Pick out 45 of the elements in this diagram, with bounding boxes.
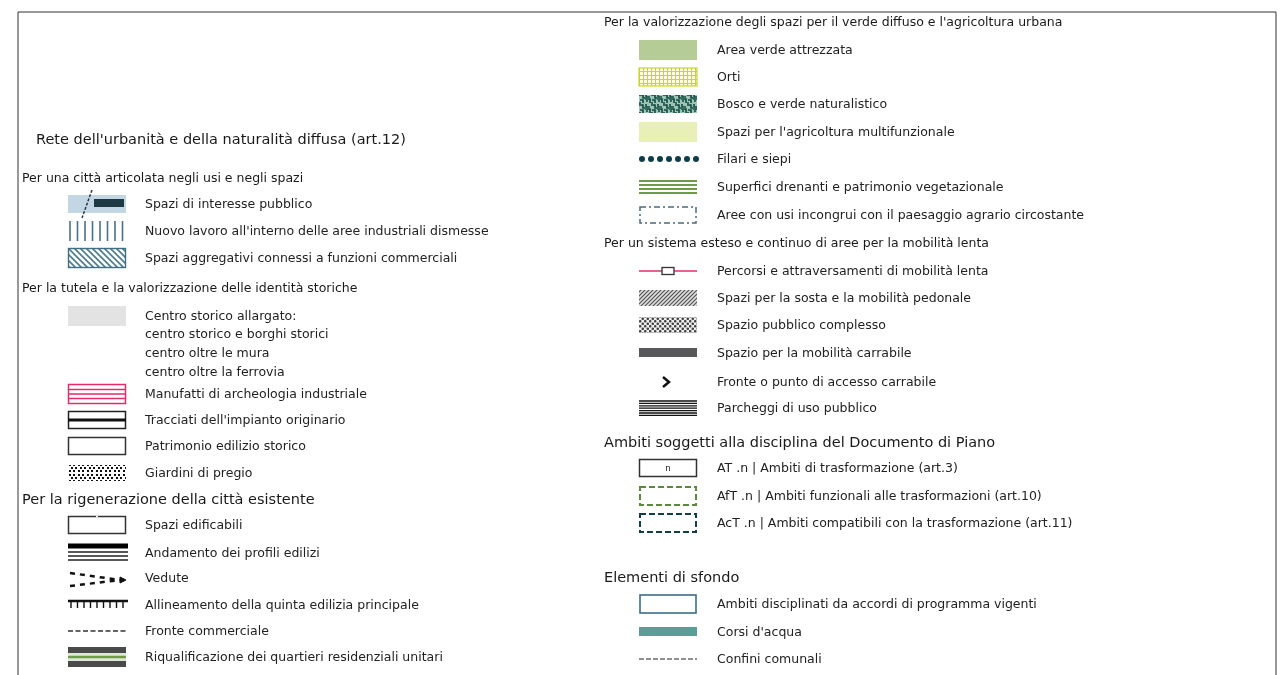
legend-label: Spazi di interesse pubblico <box>145 196 313 212</box>
legend-label: AT .n | Ambiti di trasformazione (art.3) <box>717 460 958 476</box>
legend-label: Confini comunali <box>717 651 822 667</box>
legend-label: Ambiti disciplinati da accordi di programma vigenti <box>717 596 1037 612</box>
subheading: Per la tutela e la valorizzazione delle identità storiche <box>22 280 358 296</box>
subheading: Per un sistema esteso e continuo di aree per la mobilità lenta <box>604 235 989 251</box>
legend-label: Riqualificazione dei quartieri residenziali unitari <box>145 649 443 665</box>
legend-label: Nuovo lavoro all'interno delle aree industriali dismesse <box>145 223 489 239</box>
legend-label: Spazi edificabili <box>145 517 243 533</box>
legend-label: Centro storico allargato: <box>145 308 297 324</box>
legend-label: Manufatti di archeologia industriale <box>145 386 367 402</box>
legend-label: Corsi d'acqua <box>717 624 802 640</box>
subheading: Per una città articolata negli usi e negli spazi <box>22 170 304 186</box>
legend-label: Spazi per l'agricoltura multifunzionale <box>717 124 955 140</box>
section-heading: Rete dell'urbanità e della naturalità diffusa (art.12) <box>36 131 406 147</box>
legend-label: Andamento dei profili edilizi <box>145 545 320 561</box>
subheading: Per la rigenerazione della città esistente <box>22 491 315 507</box>
sub-item-text: centro oltre la ferrovia <box>145 364 285 380</box>
legend-label: Bosco e verde naturalistico <box>717 96 888 112</box>
legend-label: AfT .n | Ambiti funzionali alle trasformazioni (art.10) <box>717 488 1042 504</box>
section-heading: Elementi di sfondo <box>604 569 740 585</box>
legend-label: Patrimonio edilizio storico <box>145 438 306 454</box>
legend-label: Tracciati dell'impianto originario <box>145 412 346 428</box>
legend-label: Giardini di pregio <box>145 465 253 481</box>
legend-label: Spazio pubblico complesso <box>717 317 886 333</box>
legend-label: Allineamento della quinta edilizia principale <box>145 597 419 613</box>
swatch-label: n <box>665 463 671 473</box>
legend-label: Filari e siepi <box>717 151 792 167</box>
legend-label: Spazi aggregativi connessi a funzioni commerciali <box>145 250 458 266</box>
legend-label: Superfici drenanti e patrimonio vegetazionale <box>717 179 1004 195</box>
sub-item-text: centro oltre le mura <box>145 345 270 361</box>
legend-label: Orti <box>717 69 741 85</box>
legend-label: Spazio per la mobilità carrabile <box>717 345 912 361</box>
subheading: Per la valorizzazione degli spazi per il verde diffuso e l'agricoltura urbana <box>604 14 1063 30</box>
legend-label: Vedute <box>145 570 189 586</box>
legend-label: Percorsi e attraversamenti di mobilità lenta <box>717 263 989 279</box>
legend-label: Spazi per la sosta e la mobilità pedonale <box>717 290 972 306</box>
section-heading: Ambiti soggetti alla disciplina del Documento di Piano <box>604 434 996 450</box>
sub-item-text: centro storico e borghi storici <box>145 326 329 342</box>
legend-label: Fronte o punto di accesso carrabile <box>717 374 937 390</box>
legend-label: Fronte commerciale <box>145 623 269 639</box>
legend-label: Parcheggi di uso pubblico <box>717 400 877 416</box>
legend-label: AcT .n | Ambiti compatibili con la trasformazione (art.11) <box>717 515 1073 531</box>
legend-label: Aree con usi incongrui con il paesaggio agrario circostante <box>717 207 1085 223</box>
legend-label: Area verde attrezzata <box>717 42 853 58</box>
